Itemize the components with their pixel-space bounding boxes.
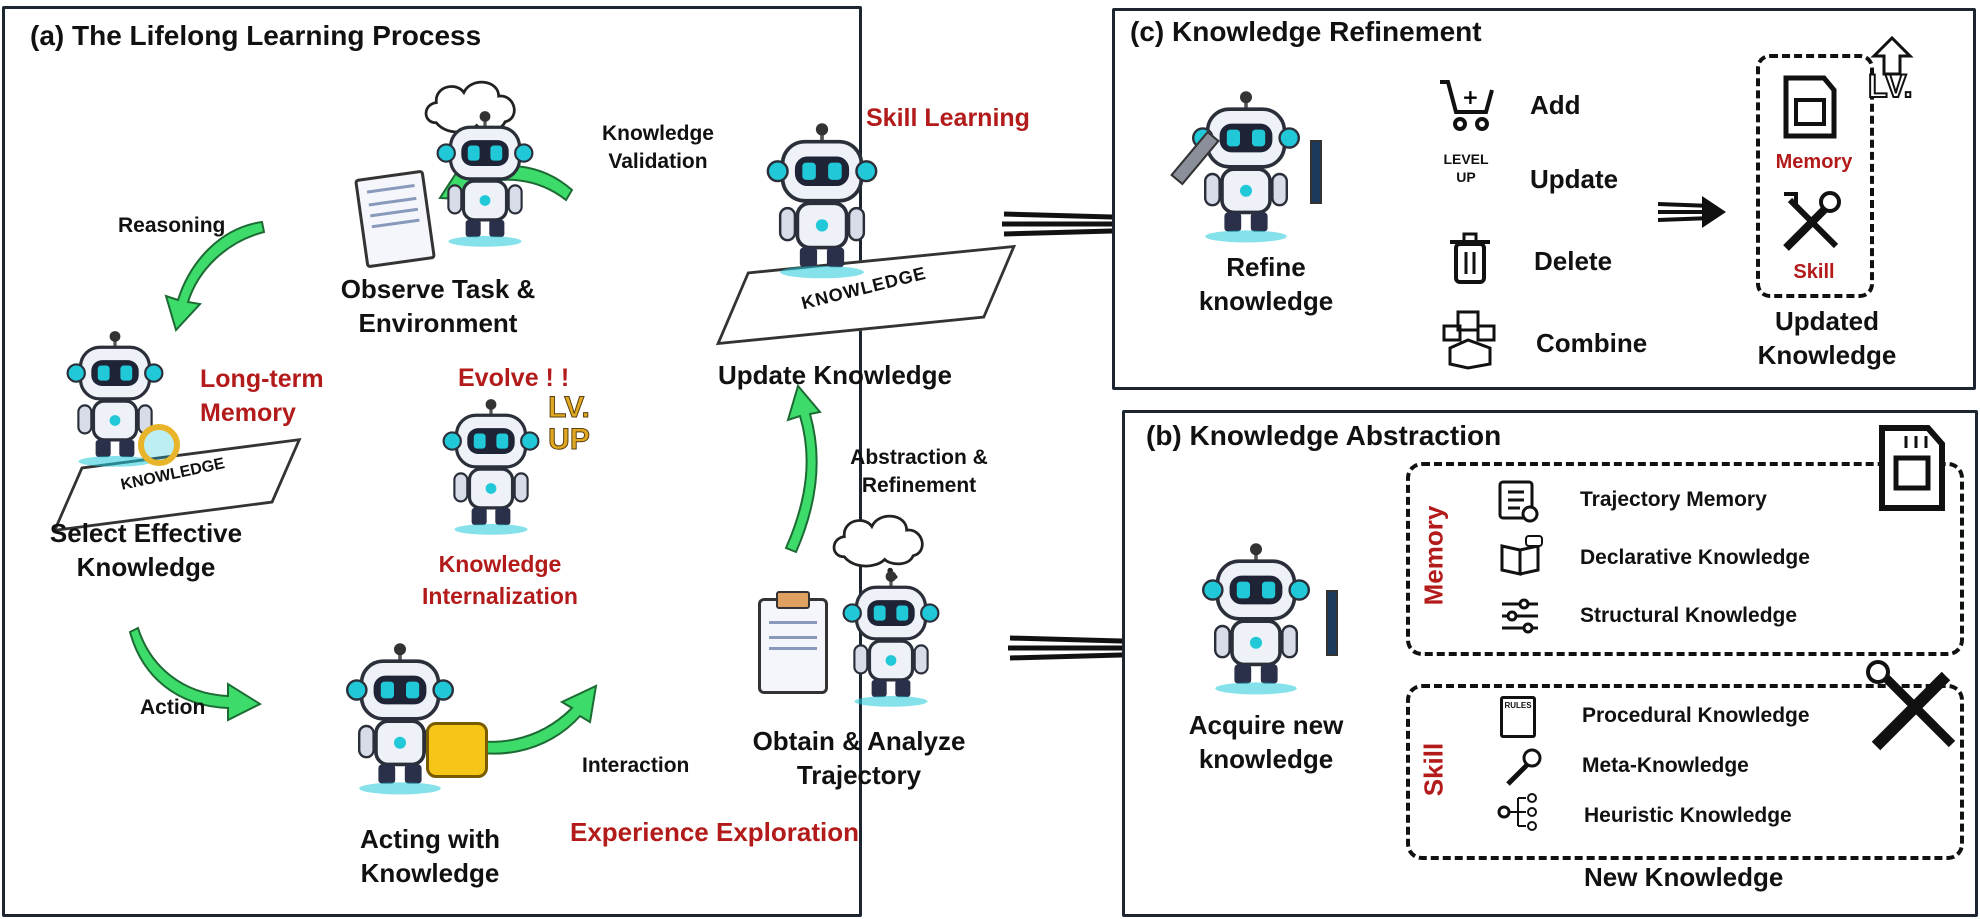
new-knowledge-label: New Knowledge: [1584, 862, 1784, 892]
tools-icon: [1783, 191, 1841, 251]
obtain-trajectory-label: Obtain & Analyze Trajectory: [752, 726, 966, 790]
reasoning-label: Reasoning: [118, 214, 226, 237]
memory-item-declarative: Declarative Knowledge: [1580, 546, 1810, 569]
update-knowledge-label: Update Knowledge: [718, 360, 953, 390]
trajectory-clipboard-icon: [758, 591, 828, 694]
level-up-arrow-icon: [1870, 35, 1914, 76]
rules-document-icon: RULES: [1500, 696, 1536, 738]
evolve-label: Evolve ! !: [458, 364, 570, 392]
skill-item-procedural: Procedural Knowledge: [1582, 704, 1810, 727]
updated-knowledge-box: [1756, 54, 1874, 298]
level-up-badge: LV. UP: [548, 391, 591, 456]
select-knowledge-label: Select Effective Knowledge: [49, 518, 243, 582]
skill-item-heuristic: Heuristic Knowledge: [1584, 804, 1792, 827]
memory-group-box: [1406, 462, 1964, 656]
add-cart-icon: +: [1440, 80, 1494, 131]
puzzle-piece-icon: [426, 722, 488, 778]
skill-learning-label: Skill Learning: [866, 104, 1030, 132]
op-combine: Combine: [1536, 328, 1648, 358]
screwdriver-b-icon: [1326, 590, 1338, 656]
updated-skill-label: Skill: [1793, 261, 1835, 283]
skill-vertical-label: Skill: [1418, 742, 1449, 797]
op-update: Update: [1530, 164, 1619, 194]
panel-c-title: (c) Knowledge Refinement: [1130, 16, 1482, 47]
lv-text: LV.: [1867, 67, 1913, 105]
acquire-knowledge-label: Acquire new knowledge: [1188, 710, 1344, 774]
combine-boxes-icon: [1442, 310, 1496, 370]
acquire-robot: [1196, 540, 1316, 700]
abstraction-refinement-label: Abstraction & Refinement: [850, 446, 988, 497]
updated-knowledge-label: Updated Knowledge: [1757, 306, 1897, 370]
svg-text:+: +: [1462, 85, 1479, 109]
skill-item-meta: Meta-Knowledge: [1582, 754, 1749, 777]
long-term-memory-label: Long-term Memory: [200, 365, 324, 427]
trajectory-checklist-icon: [1498, 480, 1539, 523]
evolving-robot: [436, 398, 546, 538]
reasoning-arrow: [164, 220, 266, 332]
memory-item-trajectory: Trajectory Memory: [1580, 488, 1767, 511]
memory-item-structural: Structural Knowledge: [1580, 604, 1798, 627]
task-clipboard: [354, 169, 436, 269]
observe-task-label: Observe Task & Environment: [340, 274, 536, 338]
refine-robot: [1186, 88, 1306, 248]
refine-knowledge-label: Refine knowledge: [1198, 252, 1334, 316]
writing-robot: [752, 122, 892, 282]
acting-label: Acting with Knowledge: [359, 824, 501, 888]
declarative-book-icon: [1500, 535, 1543, 576]
abstraction-arrow: [784, 383, 822, 554]
trash-icon: [1450, 232, 1490, 284]
op-delete: Delete: [1534, 246, 1613, 276]
level-up-icon: LEVEL UP: [1443, 151, 1489, 185]
memory-vertical-label: Memory: [1418, 505, 1449, 606]
knowledge-internalization-label: Knowledge Internalization: [422, 551, 578, 609]
interaction-label: Interaction: [582, 754, 690, 777]
memory-card-icon: [1783, 75, 1837, 139]
analyzing-robot: [836, 570, 946, 710]
heuristic-tree-icon: [1497, 793, 1537, 831]
panel-b-title: (b) Knowledge Abstraction: [1146, 420, 1502, 451]
sd-card-icon: [1879, 425, 1945, 511]
ops-to-updated-arrow: [1657, 196, 1726, 228]
action-label: Action: [140, 696, 206, 719]
screwdriver-icon: [1310, 140, 1322, 204]
observe-robot: [430, 110, 540, 250]
knowledge-validation-label: Knowledge Validation: [601, 122, 714, 173]
op-add: Add: [1530, 90, 1581, 120]
magnifier-icon: [138, 424, 180, 466]
panel-a-title: (a) The Lifelong Learning Process: [30, 20, 482, 51]
action-arrow: [128, 626, 263, 722]
experience-exploration-label: Experience Exploration: [570, 817, 859, 847]
structural-sliders-icon: [1502, 598, 1538, 634]
wrench-pencil-icon: [1866, 660, 1958, 751]
wrench-icon: [1506, 748, 1542, 786]
skill-group-box: [1406, 684, 1964, 860]
updated-memory-label: Memory: [1775, 151, 1853, 173]
